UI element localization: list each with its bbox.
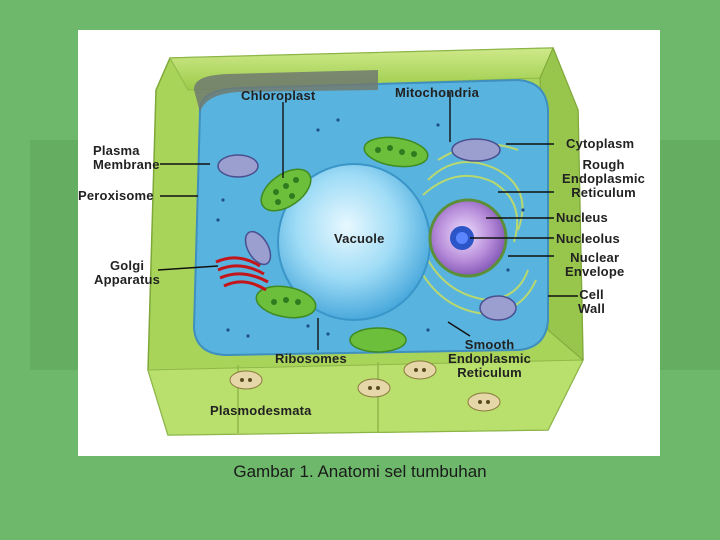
chloroplasts <box>255 136 429 353</box>
label-smooth-er: Smooth Endoplasmic Reticulum <box>448 337 532 380</box>
golgi-apparatus <box>215 256 269 292</box>
chloroplast-grana <box>271 145 417 305</box>
label-mitochondria: Mitochondria <box>395 85 480 100</box>
label-nucleolus: Nucleolus <box>556 231 620 246</box>
background-band-right <box>650 140 720 370</box>
label-rough-er: Rough Endoplasmic Reticulum <box>562 157 646 200</box>
label-plasma-membrane: Plasma Membrane <box>93 143 160 172</box>
label-chloroplast: Chloroplast <box>241 88 316 103</box>
leader-lines <box>157 92 578 350</box>
diagram-frame: Chloroplast Mitochondria Plasma Membrane… <box>78 30 660 456</box>
label-peroxisome: Peroxisome <box>78 188 154 203</box>
label-ribosomes: Ribosomes <box>275 351 347 366</box>
plant-cell-illustration <box>147 46 584 436</box>
label-nucleus: Nucleus <box>556 210 608 225</box>
ribosomes <box>216 118 525 338</box>
label-golgi-apparatus: Golgi Apparatus <box>94 258 161 287</box>
label-plasmodesmata: Plasmodesmata <box>210 403 312 418</box>
label-vacuole: Vacuole <box>334 231 385 246</box>
label-cytoplasm: Cytoplasm <box>566 136 635 151</box>
label-cell-wall: Cell Wall <box>578 287 606 316</box>
figure-caption: Gambar 1. Anatomi sel tumbuhan <box>233 462 487 481</box>
mitochondria <box>217 138 517 321</box>
label-nuclear-envelope: Nuclear Envelope <box>565 250 625 279</box>
plasmodesmata <box>229 360 501 412</box>
